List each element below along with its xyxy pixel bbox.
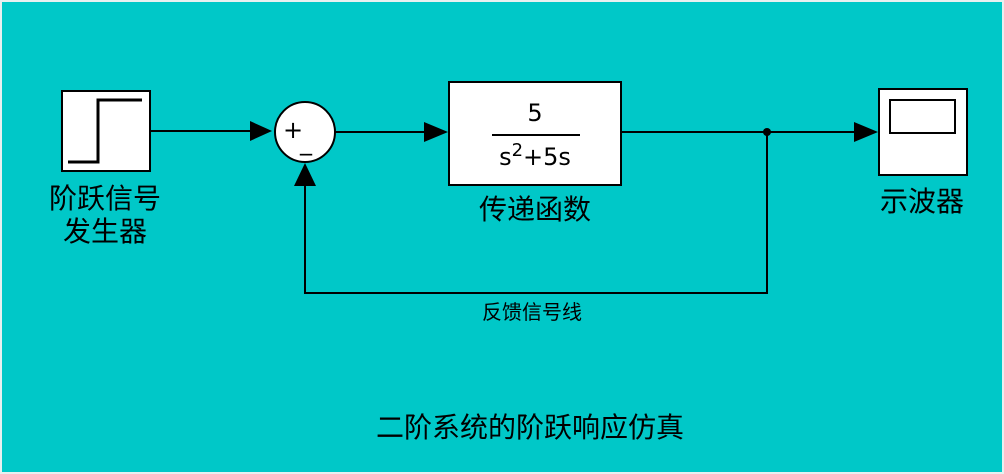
- scope-block[interactable]: [878, 88, 968, 176]
- step-block[interactable]: [61, 90, 151, 172]
- feedback-label: 反馈信号线: [482, 300, 582, 324]
- scope-screen-icon: [889, 99, 956, 134]
- arrowhead-sum-input: [250, 121, 272, 141]
- arrowhead-feedback: [294, 163, 316, 186]
- scope-label: 示波器: [879, 185, 965, 218]
- transfer-function-block[interactable]: [448, 81, 622, 186]
- tf-den-exp: 2: [511, 140, 524, 161]
- step-label-line2: 发生器: [62, 215, 147, 248]
- arrowhead-tf-input: [424, 122, 448, 142]
- tf-denominator: s2+5s: [499, 140, 571, 171]
- tf-den-rest: +5s: [523, 143, 571, 171]
- sum-minus-sign: _: [300, 128, 312, 156]
- tf-numerator: 5: [527, 99, 543, 127]
- tf-label: 传递函数: [478, 193, 592, 226]
- tf-den-s: s: [499, 143, 512, 171]
- arrowhead-scope-input: [854, 122, 878, 142]
- feedback-line[interactable]: [304, 132, 768, 294]
- diagram-caption: 二阶系统的阶跃响应仿真: [375, 411, 685, 444]
- step-waveform-icon: [68, 98, 142, 164]
- sum-plus-sign: +: [283, 116, 304, 144]
- step-label-line1: 阶跃信号: [48, 182, 161, 215]
